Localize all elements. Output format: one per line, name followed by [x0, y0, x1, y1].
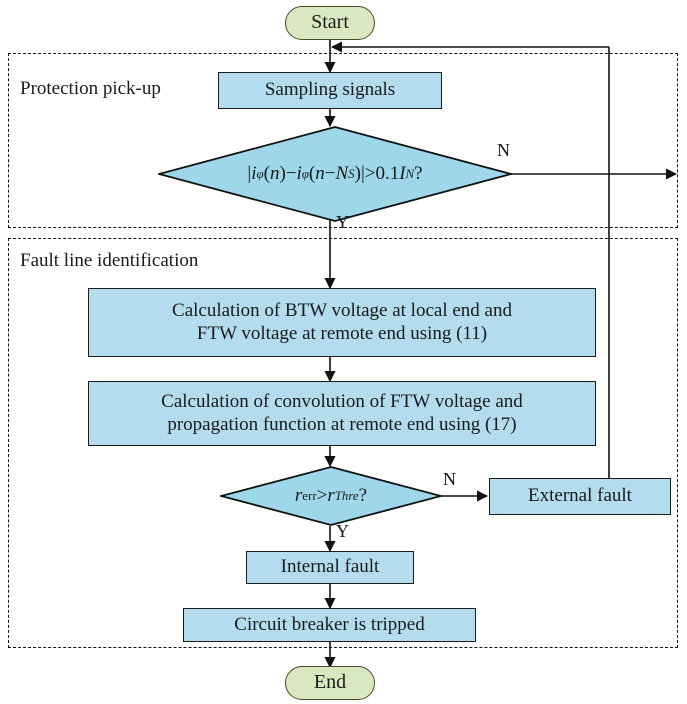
process-calculation-btw-ftw-voltage[interactable]: Calculation of BTW voltage at local end …: [88, 288, 596, 357]
process-calculation-btw-ftw-voltage-line1: Calculation of BTW voltage at local end …: [172, 300, 512, 322]
process-sampling-signals[interactable]: Sampling signals: [218, 72, 442, 109]
section-label-fault-line-identification: Fault line identification: [20, 250, 199, 271]
process-calculation-btw-ftw-voltage-line2: FTW voltage at remote end using (11): [196, 322, 488, 344]
edge-label-pickup-no: N: [497, 140, 510, 160]
decision-pickup-threshold-shape: [158, 126, 512, 222]
process-calculation-convolution-line2: propagation function at remote end using…: [167, 413, 517, 435]
process-external-fault[interactable]: External fault: [489, 478, 671, 515]
section-frame-protection-pickup: [8, 53, 678, 228]
process-circuit-breaker-tripped[interactable]: Circuit breaker is tripped: [183, 608, 476, 642]
edge-label-threshold-no: N: [443, 469, 456, 489]
process-internal-fault[interactable]: Internal fault: [246, 551, 414, 584]
terminal-end[interactable]: End: [285, 666, 375, 700]
decision-r-err-threshold-shape: [220, 466, 442, 526]
process-calculation-convolution[interactable]: Calculation of convolution of FTW voltag…: [88, 381, 596, 446]
edge-label-pickup-yes: Y: [336, 212, 349, 232]
edge-label-threshold-yes: Y: [336, 521, 349, 541]
process-calculation-convolution-line1: Calculation of convolution of FTW voltag…: [161, 391, 523, 413]
section-frame-fault-line-identification: [8, 238, 678, 648]
terminal-start[interactable]: Start: [285, 6, 375, 40]
section-label-protection-pickup: Protection pick-up: [20, 78, 161, 99]
